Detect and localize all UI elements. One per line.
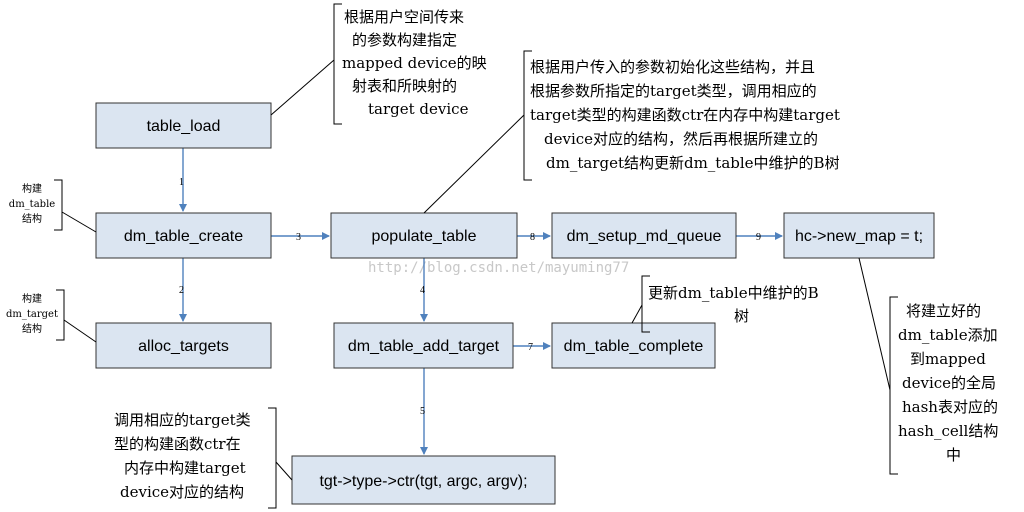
node-dm-table-complete: dm_table_complete: [551, 322, 716, 369]
note-ctr-line: 内存中构建target: [124, 459, 246, 477]
edge-9-label: 9: [756, 232, 761, 243]
node-dm-setup-md-queue: dm_setup_md_queue: [551, 212, 737, 259]
note-table-load-line: 射表和所映射的: [352, 77, 457, 95]
node-table-load: table_load: [95, 102, 272, 149]
note-hash: 将建立好的 dm_table添加 到mapped device的全局 hash表…: [858, 257, 998, 475]
note-build-dm-table-line: dm_table: [9, 199, 55, 210]
edge-8-label: 8: [530, 232, 535, 243]
note-build-dm-table: 构建 dm_table 结构: [9, 179, 97, 233]
note-table-load-line: 的参数构建指定: [352, 31, 457, 49]
note-complete-line: 树: [734, 307, 749, 325]
edge-5-label: 5: [420, 406, 425, 417]
node-new-map-label: hc->new_map = t;: [795, 228, 923, 245]
note-hash-line: 中: [946, 446, 961, 464]
note-build-dm-target-line: 构建: [22, 292, 42, 305]
edge-3-label: 3: [296, 232, 301, 243]
note-hash-line: 将建立好的: [906, 302, 981, 320]
note-table-load-line: 根据用户空间传来: [344, 8, 464, 26]
note-hash-line: dm_table添加: [898, 326, 998, 344]
node-populate-table-label: populate_table: [372, 228, 477, 245]
note-build-dm-target-line: 结构: [22, 322, 42, 335]
note-populate: 根据用户传入的参数初始化这些结构，并且 根据参数所指定的target类型，调用相…: [423, 50, 840, 214]
node-dm-table-create: dm_table_create: [95, 212, 272, 259]
note-populate-line: 根据用户传入的参数初始化这些结构，并且: [530, 58, 815, 76]
note-populate-line: 根据参数所指定的target类型，调用相应的: [530, 82, 817, 100]
note-build-dm-table-line: 构建: [22, 182, 42, 195]
note-complete-line: 更新dm_table中维护的B: [648, 284, 819, 302]
edge-1-label: 1: [179, 177, 184, 188]
node-dm-table-add-target: dm_table_add_target: [333, 322, 514, 369]
note-populate-line: device对应的结构，然后再根据所建立的: [544, 130, 818, 148]
note-populate-line: target类型的构建函数ctr在内存中构建target: [530, 106, 840, 124]
note-ctr-line: device对应的结构: [120, 483, 244, 501]
note-build-dm-target-line: dm_target: [6, 309, 58, 320]
note-hash-line: hash_cell结构: [898, 422, 998, 440]
node-alloc-targets-label: alloc_targets: [138, 338, 229, 355]
note-table-load-line: mapped device的映: [342, 54, 487, 72]
note-ctr-line: 型的构建函数ctr在: [114, 435, 241, 453]
note-build-dm-table-line: 结构: [22, 212, 42, 225]
edge-7-label: 7: [528, 342, 533, 353]
node-alloc-targets: alloc_targets: [95, 322, 272, 369]
node-dm-table-create-label: dm_table_create: [124, 228, 243, 245]
note-populate-line: dm_target结构更新dm_table中维护的B树: [546, 154, 840, 172]
note-hash-line: hash表对应的: [902, 398, 998, 416]
note-complete: 更新dm_table中维护的B 树: [631, 275, 819, 333]
node-populate-table: populate_table: [330, 212, 518, 259]
edge-4-label: 4: [420, 285, 425, 296]
note-build-dm-target: 构建 dm_target 结构: [6, 289, 97, 343]
note-hash-line: device的全局: [902, 374, 996, 392]
node-type-ctr: tgt->type->ctr(tgt, argc, argv);: [291, 455, 556, 505]
node-dm-table-add-target-label: dm_table_add_target: [348, 338, 500, 355]
node-dm-setup-md-queue-label: dm_setup_md_queue: [567, 228, 722, 245]
note-ctr: 调用相应的target类 型的构建函数ctr在 内存中构建target devi…: [114, 407, 293, 509]
note-ctr-line: 调用相应的target类: [114, 411, 251, 429]
node-new-map: hc->new_map = t;: [783, 212, 935, 259]
node-table-load-label: table_load: [147, 118, 221, 135]
node-dm-table-complete-label: dm_table_complete: [564, 338, 704, 355]
edge-2-label: 2: [179, 285, 184, 296]
node-type-ctr-label: tgt->type->ctr(tgt, argc, argv);: [319, 473, 527, 490]
note-table-load: 根据用户空间传来 的参数构建指定 mapped device的映 射表和所映射的…: [270, 3, 487, 125]
note-table-load-line: target device: [368, 100, 469, 118]
watermark: http://blog.csdn.net/mayuming77: [368, 260, 629, 276]
note-hash-line: 到mapped: [910, 350, 986, 368]
